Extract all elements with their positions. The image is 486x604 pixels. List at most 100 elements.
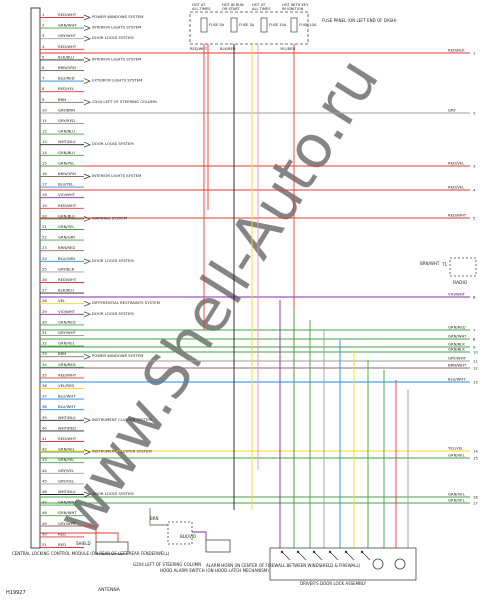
right-pin-number: 11 xyxy=(473,359,478,364)
switch-contact xyxy=(313,551,323,561)
antenna-connector xyxy=(95,541,129,555)
left-pin-number: 48 xyxy=(42,510,47,515)
switch-node xyxy=(280,550,284,554)
right-wire-label: GRN/WHT xyxy=(448,334,467,339)
left-wire-label: BRN/RED xyxy=(58,245,75,250)
left-destination-label: INTERIOR LIGHTS SYSTEM xyxy=(92,173,141,178)
fuse-hot-label: HOT IN RUN xyxy=(222,3,244,7)
left-pin-number: 9 xyxy=(42,97,45,102)
fuse-hot-label: HOT AT xyxy=(192,3,206,7)
left-wire-label: RED/WHT xyxy=(58,277,77,282)
left-wire-label: RED/WHT xyxy=(58,203,77,208)
left-wire-label: GRN/WHT xyxy=(58,510,77,515)
arrow-icon xyxy=(83,353,91,360)
left-wire-label: BLU/RED xyxy=(58,76,75,81)
arrow-icon xyxy=(83,300,91,307)
left-pin-number: 3 xyxy=(42,33,45,38)
right-wire-label: GRN/VEL xyxy=(448,492,466,497)
left-pin-number: 12 xyxy=(42,129,47,134)
arrow-icon xyxy=(83,78,91,84)
left-pin-number: 47 xyxy=(42,500,47,505)
hood-alarm-switch xyxy=(167,521,193,545)
left-pin-number: 6 xyxy=(42,65,45,70)
arrow-icon xyxy=(83,449,91,455)
radio-pin-label: T1 xyxy=(441,262,447,267)
door-assembly-label: DRIVER'S DOOR LOCK ASSEMBLY xyxy=(300,581,367,586)
left-wire-label: RED/WHT xyxy=(58,436,77,441)
radio-box xyxy=(449,257,477,277)
fuse-rating-label: FUSE 10A xyxy=(299,23,317,27)
left-pin-number: 29 xyxy=(42,309,47,314)
left-wire-label: GRN/WHT xyxy=(58,500,77,505)
right-wire-label: GRN/VEL xyxy=(448,453,466,458)
left-wire-label: GRY/RED xyxy=(58,118,75,123)
left-pin-number: 22 xyxy=(42,235,47,240)
left-wire-label: GRY/VEL xyxy=(58,478,75,483)
right-pin-number: 7 xyxy=(473,328,476,333)
left-pin-number: 30 xyxy=(42,319,47,324)
left-pin-number: 23 xyxy=(42,245,47,250)
right-pin-number: 5 xyxy=(473,216,476,221)
alarm-horn-box xyxy=(205,539,231,553)
fuse-rating-label: FUSE 10A xyxy=(269,23,287,27)
left-destination-label: INSTRUMENT CLUSTER SYSTEM xyxy=(92,417,152,422)
right-pin-number: 17 xyxy=(473,501,478,506)
right-pin-number: 2 xyxy=(473,111,476,116)
right-wire-label: YEL/VEL xyxy=(448,446,464,451)
right-pin-number: 10 xyxy=(473,350,478,355)
left-pin-row: 11 GRY/RED xyxy=(40,118,84,124)
fuse-rating-label: FUSE 5A xyxy=(209,23,225,27)
left-pin-number: 44 xyxy=(42,468,47,473)
cc-module-label: CENTRAL LOCKING CONTROL MODULE (ON REAR … xyxy=(12,551,170,556)
left-destination-label: INSTRUMENT CLUSTER SYSTEM xyxy=(92,449,152,454)
switch-contact xyxy=(329,551,339,561)
fuse-icon xyxy=(200,17,208,33)
fuse-panel-label: FUSE PANEL (ON LEFT END OF DASH) xyxy=(322,18,397,23)
left-pin-number: 39 xyxy=(42,415,47,420)
left-pin-row: 48 GRN/WHT xyxy=(40,510,84,517)
left-wire-label: GRN/BLU xyxy=(58,150,75,155)
left-pin-number: 42 xyxy=(42,447,47,452)
left-destination-label: INTERIOR LIGHTS SYSTEM xyxy=(92,25,141,30)
switch-node xyxy=(328,550,332,554)
switch-node xyxy=(312,550,316,554)
left-pin-number: 20 xyxy=(42,213,47,218)
left-destination-label: INTERIOR LIGHTS SYSTEM xyxy=(92,56,141,61)
antenna-wire xyxy=(40,532,119,542)
ground-wire xyxy=(149,508,168,526)
left-wire-label: GRN/BLU xyxy=(58,213,75,218)
left-pin-number: 49 xyxy=(42,521,47,526)
right-wire-label: RED/VEL xyxy=(448,161,465,166)
left-wire-label: GRN/WHT xyxy=(58,23,77,28)
left-pin-number: 17 xyxy=(42,182,47,187)
left-pin-number: 11 xyxy=(42,118,47,123)
fuse-hot-label: IN IGNITION xyxy=(282,7,304,11)
fuse-wire-label: BLK/RED xyxy=(220,47,236,51)
left-wire-label: WHT/BLU xyxy=(58,415,76,420)
left-pin-row: 23 BRN/RED xyxy=(40,245,84,252)
